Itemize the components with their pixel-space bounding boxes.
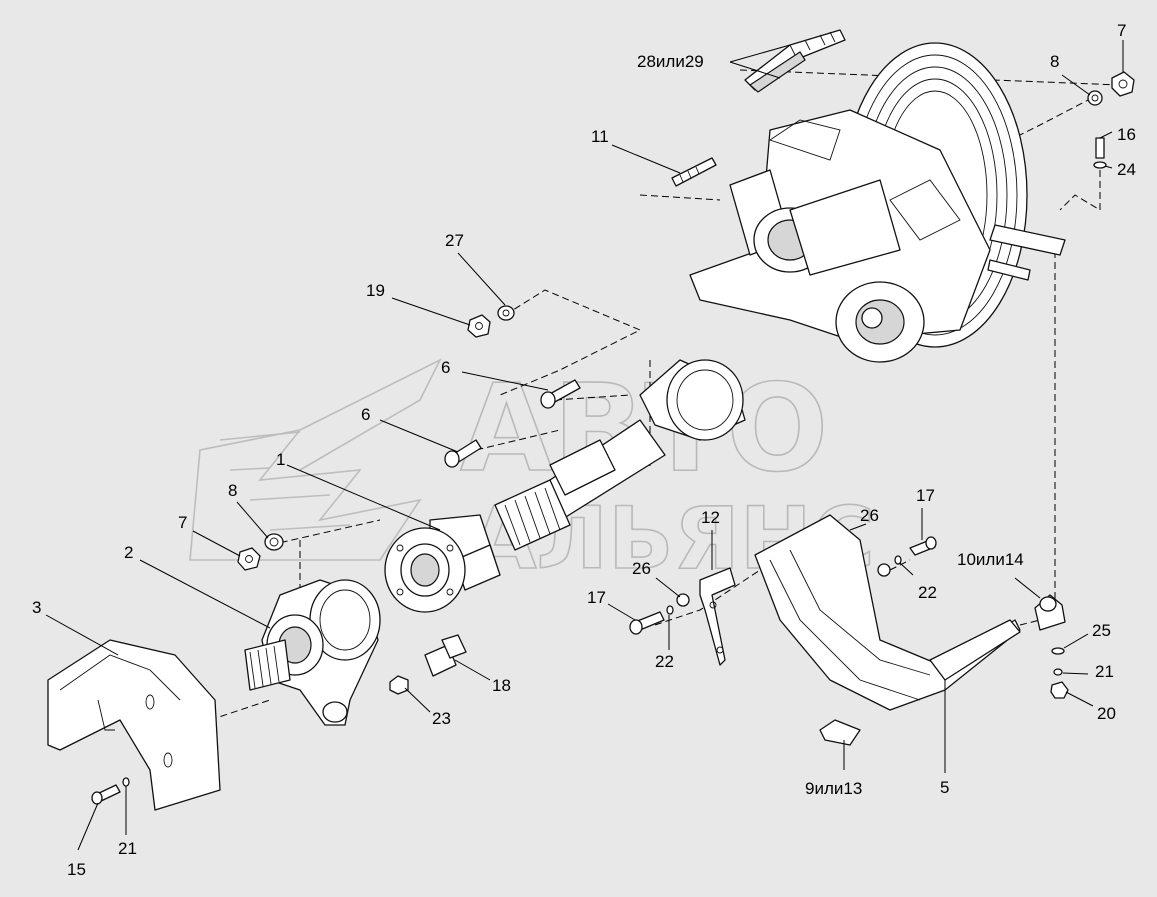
belt-part-28-29 bbox=[744, 29, 846, 93]
fasteners-mid bbox=[629, 593, 690, 635]
bolt-washer-15-21 bbox=[91, 777, 130, 805]
callout-7-left: 7 bbox=[178, 513, 187, 532]
callout-26-mid: 26 bbox=[632, 559, 651, 578]
callout-20: 20 bbox=[1097, 704, 1116, 723]
callout-24: 24 bbox=[1117, 160, 1136, 179]
callout-5: 5 bbox=[940, 778, 949, 797]
callout-18: 18 bbox=[492, 676, 511, 695]
callout-17-right: 17 bbox=[916, 486, 935, 505]
bracket-part-10-14 bbox=[1034, 594, 1069, 699]
bolt-washer-18-23 bbox=[389, 634, 467, 695]
callout-16: 16 bbox=[1117, 125, 1136, 144]
housing-part-2 bbox=[244, 579, 381, 726]
watermark-logo-chevrons bbox=[189, 358, 442, 561]
callout-27: 27 bbox=[445, 231, 464, 250]
nut-washer-19-27 bbox=[467, 305, 515, 338]
cover-part-3 bbox=[47, 639, 221, 811]
bracket-part-12 bbox=[699, 567, 736, 666]
hardware-top-right bbox=[1087, 71, 1135, 169]
callout-22-right: 22 bbox=[918, 583, 937, 602]
cardan-shaft-part-1 bbox=[429, 359, 746, 591]
callout-2: 2 bbox=[124, 543, 133, 562]
nut-washer-7-8-left bbox=[237, 533, 284, 571]
callout-26-right: 26 bbox=[860, 506, 879, 525]
callout-21-left: 21 bbox=[118, 839, 137, 858]
callout-6-a: 6 bbox=[441, 358, 450, 377]
callout-9-13: 9или13 bbox=[805, 779, 862, 798]
callout-19: 19 bbox=[366, 281, 385, 300]
callout-8-top: 8 bbox=[1050, 52, 1059, 71]
callout-1: 1 bbox=[276, 450, 285, 469]
callout-12: 12 bbox=[701, 508, 720, 527]
callout-10-14: 10или14 bbox=[957, 550, 1024, 569]
bolts-part-6 bbox=[444, 379, 581, 468]
stud-part-11 bbox=[671, 157, 717, 187]
fasteners-right bbox=[877, 536, 937, 577]
gearbox-assembly bbox=[689, 42, 1066, 363]
callout-7-top: 7 bbox=[1117, 21, 1126, 40]
callout-6-b: 6 bbox=[361, 405, 370, 424]
flange bbox=[384, 527, 466, 613]
callout-labels: 28или29 8 7 11 16 24 27 19 6 6 1 8 7 2 3… bbox=[32, 21, 1136, 879]
callout-15: 15 bbox=[67, 860, 86, 879]
callout-11: 11 bbox=[591, 127, 609, 146]
callout-8-left: 8 bbox=[228, 481, 237, 500]
callout-25: 25 bbox=[1092, 621, 1111, 640]
leader-lines bbox=[45, 40, 1124, 851]
callout-23: 23 bbox=[432, 709, 451, 728]
callout-17-mid: 17 bbox=[587, 588, 606, 607]
callout-22-mid: 22 bbox=[655, 652, 674, 671]
callout-3: 3 bbox=[32, 598, 41, 617]
callout-28-29: 28или29 bbox=[637, 52, 704, 71]
callout-21-right: 21 bbox=[1095, 662, 1114, 681]
shield-part-5 bbox=[754, 514, 1021, 746]
